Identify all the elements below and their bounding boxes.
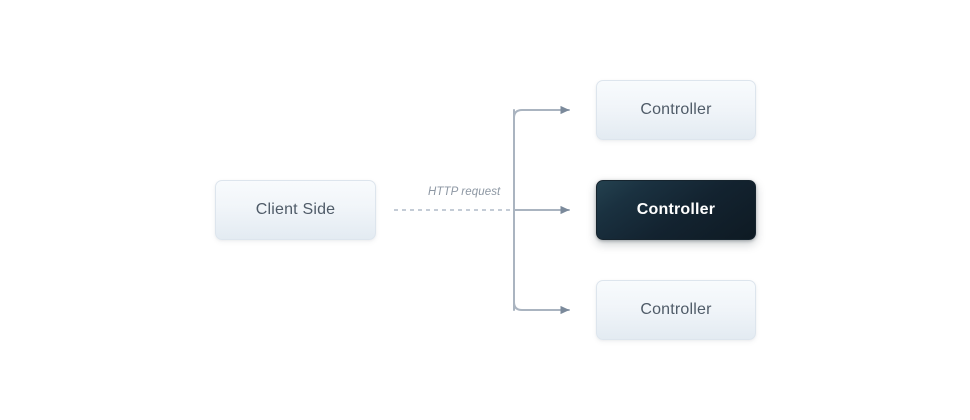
node-client-side-label: Client Side [255, 201, 336, 218]
node-client-side[interactable]: Client Side [215, 180, 376, 240]
node-controller-top-label: Controller [640, 101, 712, 118]
branch-arrow-bottom [513, 301, 570, 315]
node-controller-top[interactable]: Controller [596, 80, 756, 140]
branch-arrow-top [513, 105, 570, 119]
node-controller-bottom-label: Controller [640, 301, 712, 318]
node-controller-middle[interactable]: Controller [596, 180, 756, 240]
http-request-edge-label: HTTP request [428, 186, 501, 198]
node-controller-bottom[interactable]: Controller [596, 280, 756, 340]
node-controller-middle-label: Controller [636, 201, 716, 218]
